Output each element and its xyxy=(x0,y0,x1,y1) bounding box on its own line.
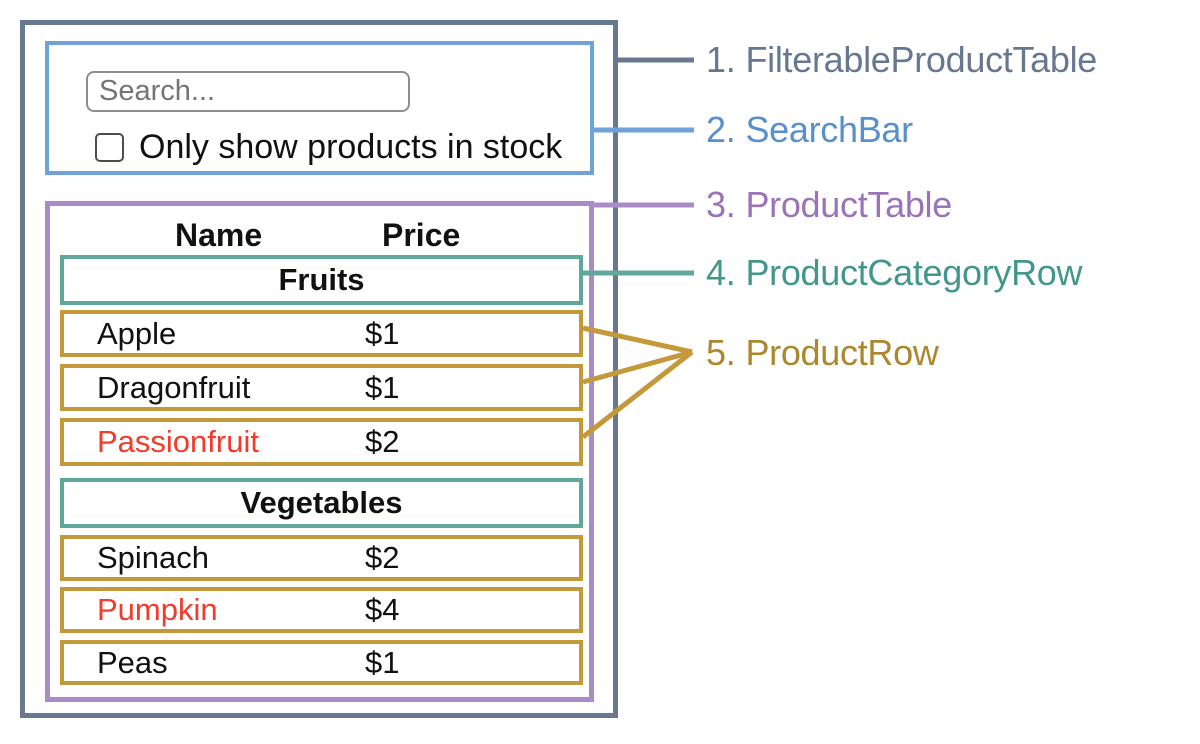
search-input[interactable] xyxy=(86,71,410,112)
product-price: $1 xyxy=(365,315,400,351)
legend-label: ProductTable xyxy=(745,184,952,225)
product-price: $4 xyxy=(365,592,400,627)
product-category-row: Vegetables xyxy=(60,478,583,528)
product-name: Pumpkin xyxy=(97,592,218,627)
in-stock-checkbox-label: Only show products in stock xyxy=(139,128,563,166)
legend-number: 2. xyxy=(706,109,736,150)
product-row: Pumpkin $4 xyxy=(60,587,583,633)
product-price: $1 xyxy=(365,644,400,680)
column-header-name: Name xyxy=(175,217,263,253)
legend-label: ProductRow xyxy=(745,332,939,373)
column-header-price: Price xyxy=(382,217,461,253)
legend-label: ProductCategoryRow xyxy=(745,252,1083,293)
product-name: Peas xyxy=(97,644,168,680)
search-bar-box: Only show products in stock xyxy=(45,41,594,175)
product-name: Dragonfruit xyxy=(97,369,251,405)
product-category-row: Fruits xyxy=(60,255,583,305)
product-name: Apple xyxy=(97,315,177,351)
product-name: Passionfruit xyxy=(97,424,259,459)
legend-item-search-bar: 2.SearchBar xyxy=(706,108,913,152)
product-row: Dragonfruit $1 xyxy=(60,364,583,411)
product-table-box: Name Price Fruits Apple $1 Dragonfruit $… xyxy=(45,201,594,702)
legend-item-product-category-row: 4.ProductCategoryRow xyxy=(706,251,1083,295)
product-name: Spinach xyxy=(97,540,210,575)
product-price: $2 xyxy=(365,424,400,459)
legend-number: 4. xyxy=(706,252,736,293)
in-stock-checkbox[interactable] xyxy=(95,132,124,162)
category-label: Vegetables xyxy=(240,485,403,520)
product-row: Passionfruit $2 xyxy=(60,418,583,466)
in-stock-filter-row[interactable]: Only show products in stock xyxy=(95,130,562,164)
product-row: Spinach $2 xyxy=(60,535,583,581)
product-price: $1 xyxy=(365,369,400,405)
legend-item-filterable-product-table: 1.FilterableProductTable xyxy=(706,38,1097,82)
product-row: Peas $1 xyxy=(60,640,583,685)
legend-number: 1. xyxy=(706,39,736,80)
legend-number: 5. xyxy=(706,332,736,373)
filterable-product-table-box: Only show products in stock Name Price F… xyxy=(20,20,618,718)
product-price: $2 xyxy=(365,540,400,575)
legend-number: 3. xyxy=(706,184,736,225)
product-row: Apple $1 xyxy=(60,310,583,357)
legend-item-product-row: 5.ProductRow xyxy=(706,331,939,375)
legend-label: FilterableProductTable xyxy=(745,39,1098,80)
legend-label: SearchBar xyxy=(745,109,913,150)
category-label: Fruits xyxy=(278,262,365,297)
legend-item-product-table: 3.ProductTable xyxy=(706,183,952,227)
